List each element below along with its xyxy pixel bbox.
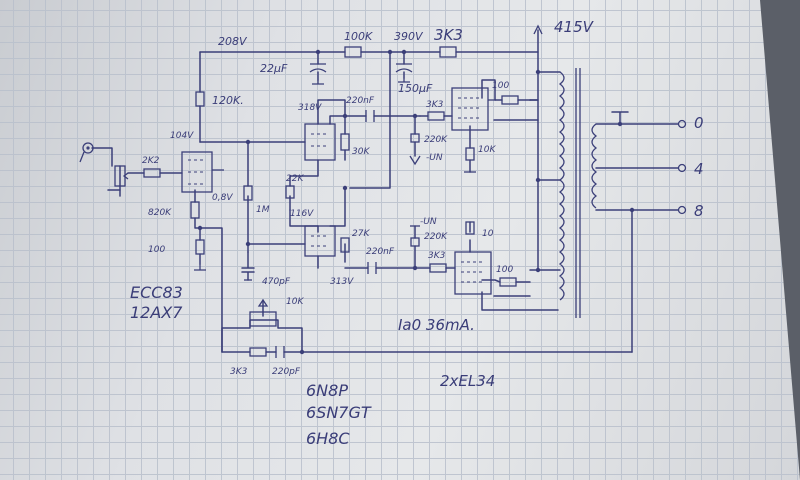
label-6n8p: 6N8P — [306, 381, 348, 400]
labels: 208V 100K 390V 3K3 415V 22μF 150μF 120K.… — [130, 18, 704, 448]
label-6sn7gt: 6SN7GT — [306, 403, 372, 422]
label-ecc83: ECC83 — [130, 283, 183, 302]
label-318v: 318V — [298, 103, 322, 113]
resistor-3k3-grid1 — [427, 111, 445, 121]
label-22k: 22K — [286, 174, 304, 184]
label-22uf: 22μF — [260, 62, 288, 75]
resistor-1m — [243, 185, 253, 201]
label-27k: 27K — [352, 229, 370, 239]
label-3k3-grid2: 3K3 — [428, 251, 446, 261]
label-pot-10k: 10K — [286, 297, 304, 307]
capacitor-220nf-bottom — [367, 262, 377, 274]
resistor-3k3-top — [439, 46, 457, 58]
resistor-22k — [285, 185, 295, 199]
label-116v: 116V — [290, 209, 314, 219]
resistor-820k — [190, 201, 200, 219]
resistor-2k2 — [143, 168, 161, 178]
desk-background — [760, 0, 800, 480]
output-transformer-symbol — [558, 68, 598, 318]
capacitor-150uf — [395, 63, 413, 73]
label-415v: 415V — [554, 18, 595, 36]
terminal-8-icon — [677, 205, 687, 215]
label-220k-grid1: 220K — [424, 135, 448, 145]
capacitor-22uf — [309, 63, 327, 73]
resistor-120k — [195, 91, 205, 107]
label-3k3-feedback: 3K3 — [230, 367, 248, 377]
label-100-cathode: 100 — [148, 245, 165, 255]
tube-splitter-bottom — [304, 225, 336, 257]
label-un-2: -UN — [420, 217, 437, 227]
label-104v: 104V — [170, 131, 194, 141]
resistor-10k — [465, 147, 475, 161]
label-10: 10 — [482, 229, 494, 239]
label-120k: 120K. — [212, 94, 244, 107]
resistor-220k-grid2 — [410, 237, 420, 247]
resistor-100-g1 — [501, 95, 519, 105]
resistor-10 — [465, 221, 475, 235]
label-100-g1: 100 — [492, 81, 509, 91]
tube-el34-top — [451, 87, 489, 131]
resistor-3k3-grid2 — [429, 263, 447, 273]
label-3k3-grid1: 3K3 — [426, 100, 444, 110]
label-220nf-bottom: 220nF — [366, 247, 395, 257]
label-10k: 10K — [478, 145, 496, 155]
label-100k: 100K — [344, 30, 373, 43]
terminal-4-icon — [677, 163, 687, 173]
label-ia-36ma: Ia0 36mA. — [398, 316, 475, 334]
label-820k: 820K — [148, 208, 172, 218]
potentiometer-10k — [249, 311, 277, 327]
label-220nf-top: 220nF — [346, 96, 375, 106]
tube-splitter-top — [304, 123, 336, 161]
capacitor-220nf-top — [365, 110, 375, 122]
label-0-8v: 0,8V — [212, 193, 233, 203]
label-1m: 1M — [256, 205, 270, 215]
label-2xel34: 2xEL34 — [440, 372, 495, 390]
label-3k3-top: 3K3 — [434, 26, 463, 44]
resistor-27k — [340, 237, 350, 253]
label-un-1: -UN — [426, 153, 443, 163]
input-jack-icon — [82, 142, 94, 154]
terminal-0-icon — [677, 119, 687, 129]
label-313v: 313V — [330, 277, 354, 287]
components — [79, 24, 687, 358]
label-12ax7: 12AX7 — [130, 303, 183, 322]
label-470pf: 470pF — [262, 277, 291, 287]
label-out-8: 8 — [694, 202, 704, 220]
resistor-30k — [340, 133, 350, 151]
tube-el34-bottom — [454, 251, 492, 295]
tube-ecc83-symbol — [181, 151, 213, 193]
junction-dots — [197, 49, 635, 355]
resistor-3k3-feedback — [249, 347, 267, 357]
label-220pf: 220pF — [272, 367, 301, 377]
label-208v: 208V — [218, 35, 248, 48]
label-390v: 390V — [394, 30, 424, 43]
wires — [91, 29, 679, 353]
resistor-100-g2 — [499, 277, 517, 287]
label-out-0: 0 — [694, 114, 704, 132]
label-2k2: 2K2 — [142, 156, 160, 166]
label-220k-grid2: 220K — [424, 232, 448, 242]
label-100-g2: 100 — [496, 265, 513, 275]
resistor-100k — [344, 46, 362, 58]
capacitor-220pf — [275, 346, 285, 358]
label-150uf: 150μF — [398, 82, 433, 95]
resistor-220k-grid1 — [410, 133, 420, 143]
label-out-4: 4 — [694, 160, 704, 178]
resistor-100-cathode — [195, 239, 205, 255]
label-30k: 30K — [352, 147, 370, 157]
label-6h8c: 6H8C — [306, 429, 350, 448]
